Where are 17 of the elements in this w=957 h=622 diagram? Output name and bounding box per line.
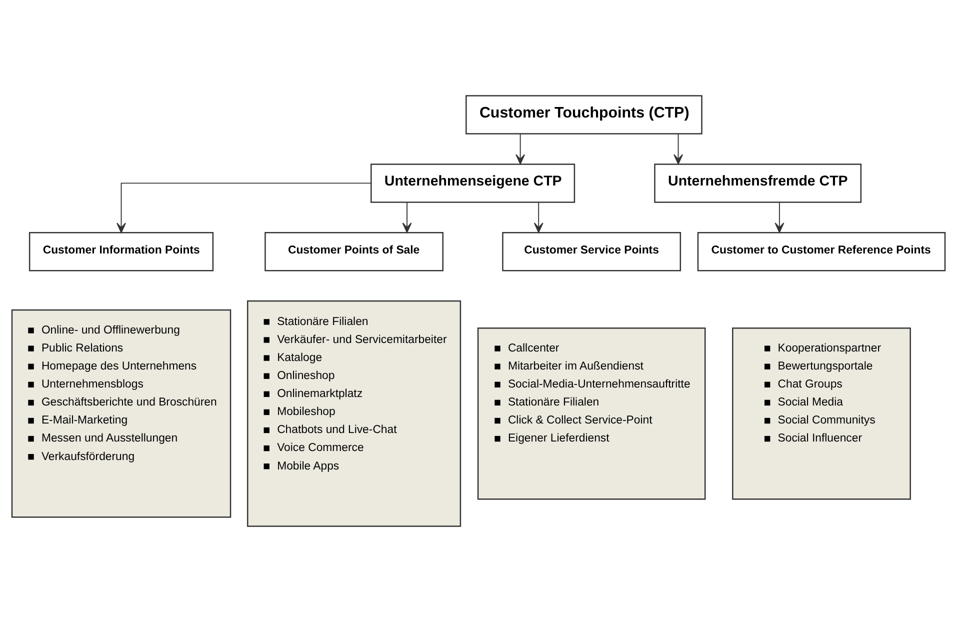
arrow	[402, 202, 412, 233]
node-box: Callcenter Mitarbeiter im Außendienst Social-Media-Unternehmensauftritte Stationäre Filialen Click & Collect Service-Point Eigener Lieferdienst	[477, 327, 706, 500]
arrow	[774, 202, 784, 233]
node-box: Customer Information Points	[28, 232, 214, 272]
node-box: Customer to Customer Reference Points	[697, 232, 946, 272]
arrow	[516, 133, 526, 164]
arrow	[534, 202, 544, 233]
node-box: Stationäre Filialen Verkäufer- und Servicemitarbeiter Kataloge Onlineshop Onlinemarktplatz Mobileshop Chatbots und Live-Chat Voice Commerce Mobile Apps	[247, 300, 462, 527]
node-box: Unternehmenseigene CTP	[370, 164, 576, 203]
arrow	[674, 133, 683, 164]
node-box: Kooperationspartner Bewertungsportale Chat Groups Social Media Social Communitys Social Influencer	[732, 327, 911, 500]
node-box: Customer Points of Sale	[264, 232, 444, 272]
node-box: Online- und Offlinewerbung Public Relations Homepage des Unternehmens Unternehmensblogs Geschäftsberichte und Broschüren E-Mail-Marketing Messen und Ausstellungen Verkaufsförderung	[11, 309, 232, 518]
node-box: Customer Service Points	[502, 232, 682, 272]
node-box: Unternehmensfremde CTP	[654, 164, 862, 203]
arrow	[116, 182, 372, 234]
node-box: Customer Touchpoints (CTP)	[466, 95, 702, 134]
